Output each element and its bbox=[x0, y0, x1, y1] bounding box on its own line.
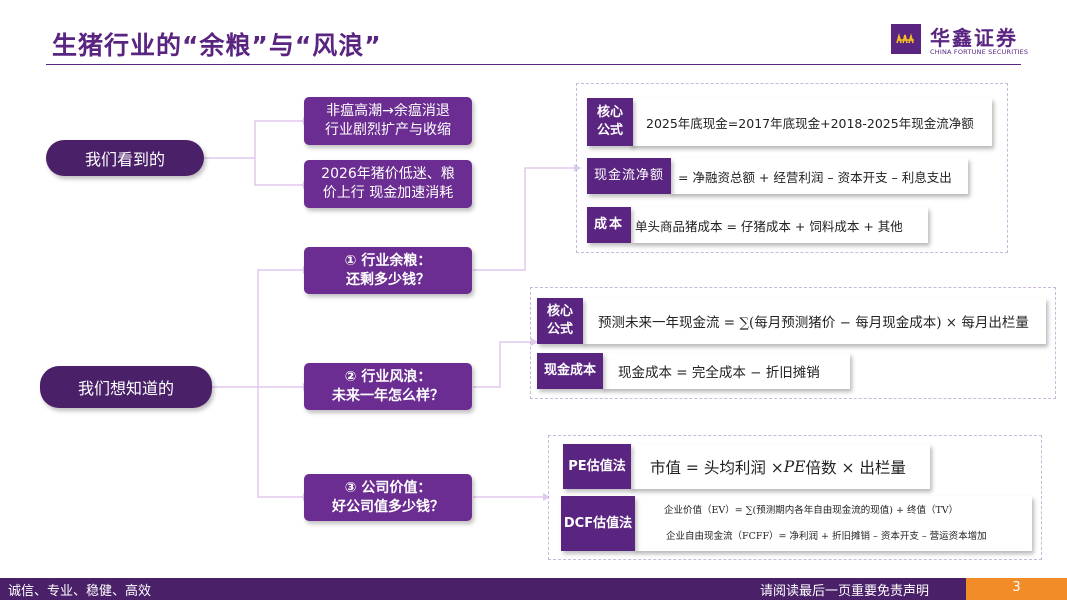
company-name-en: CHINA FORTUNE SECURITIES bbox=[930, 48, 1029, 56]
cost-tag: 成本 bbox=[587, 207, 631, 243]
dcf-formula-card: 企业价值（EV）= ∑(预测期内各年自由现金流的现值) + 终值（TV） 企业自… bbox=[634, 496, 1032, 551]
group-company-valuation bbox=[548, 435, 1042, 560]
forecast-core-tag: 核心公式 bbox=[537, 298, 583, 344]
group-industry-surplus-formulas bbox=[576, 83, 1008, 253]
cost-formula-card: 单头商品猪成本 = 仔猪成本 + 饲料成本 + 其他 bbox=[631, 207, 928, 243]
page-number-box bbox=[966, 578, 1067, 600]
page-number: 3 bbox=[1012, 580, 1021, 595]
node-what-we-see: 我们看到的 bbox=[46, 140, 204, 176]
pe-method-tag: PE估值法 bbox=[563, 444, 631, 489]
seen-item-2: 2026年猪价低迷、粮价上行 现金加速消耗 bbox=[304, 160, 472, 208]
footer-slogan: 诚信、专业、稳健、高效 bbox=[8, 584, 152, 599]
footer-disclaimer: 请阅读最后一页重要免责声明 bbox=[760, 584, 930, 599]
forecast-cashflow-card: 预测未来一年现金流 = ∑(每月预测猪价 − 每月现金成本) × 每月出栏量 bbox=[582, 298, 1046, 344]
cashflow-formula-card: = 净融资总额 + 经营利润 – 资本开支 – 利息支出 bbox=[670, 158, 968, 194]
group-industry-waves-formulas bbox=[530, 287, 1056, 399]
cashflow-tag: 现金流净额 bbox=[587, 158, 671, 194]
question-company-value: ③ 公司价值：好公司值多少钱？ bbox=[304, 474, 472, 521]
cash-cost-card: 现金成本 = 完全成本 − 折旧摊销 bbox=[602, 353, 850, 389]
title-divider bbox=[46, 64, 1021, 65]
question-industry-waves: ② 行业风浪：未来一年怎么样？ bbox=[304, 363, 472, 410]
company-logo-icon bbox=[891, 24, 921, 54]
footer-bar bbox=[0, 578, 1067, 600]
question-industry-surplus: ① 行业余粮：还剩多少钱？ bbox=[304, 247, 472, 294]
core-formula-tag: 核心公式 bbox=[587, 98, 633, 146]
page-title: 生猪行业的“余粮”与“风浪” bbox=[52, 31, 382, 60]
company-name: 华鑫证券 bbox=[930, 26, 1018, 50]
seen-item-1: 非瘟高潮→余瘟消退行业剧烈扩产与收缩 bbox=[304, 97, 472, 145]
node-what-we-want-to-know: 我们想知道的 bbox=[40, 366, 212, 408]
cash-cost-tag: 现金成本 bbox=[537, 353, 603, 389]
core-formula-card: 2025年底现金=2017年底现金+2018-2025年现金流净额 bbox=[630, 98, 992, 146]
dcf-method-tag: DCF估值法 bbox=[561, 496, 635, 551]
